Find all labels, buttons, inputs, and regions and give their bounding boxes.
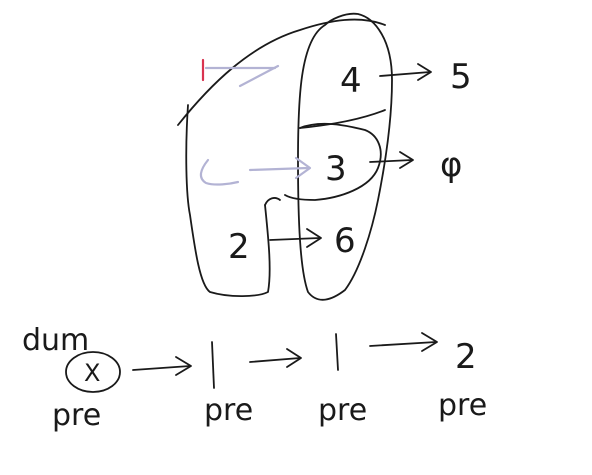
arrow-1-to-2 [369, 332, 438, 352]
pre-label-1: pre [52, 398, 101, 433]
pen-arrow-top [204, 64, 280, 88]
node-4: 4 [340, 61, 362, 101]
arrow-2-to-6 [269, 228, 322, 248]
pre-label-3: pre [318, 393, 367, 428]
node-5: 5 [450, 57, 472, 97]
list-item-1-stroke [211, 341, 215, 389]
list-item-3: 2 [455, 337, 477, 377]
enclosure-shape [177, 12, 393, 301]
pre-label-4: pre [438, 388, 487, 423]
arrow-4-to-5 [379, 63, 432, 81]
node-3: 3 [325, 149, 347, 189]
arrow-1-to-1 [249, 348, 302, 368]
dummy-node-circle [65, 351, 121, 393]
node-6: 6 [334, 221, 356, 261]
list-item-2-stroke [335, 333, 339, 371]
node-null: φ [440, 145, 462, 185]
node-2: 2 [228, 227, 250, 267]
pen-arrow-middle [199, 156, 312, 186]
pre-label-2: pre [204, 393, 253, 428]
dummy-label: dum [22, 323, 89, 358]
arrow-dummy-to-1 [132, 356, 192, 376]
arrow-3-to-null [369, 151, 414, 169]
dummy-node-mark: X [84, 359, 100, 387]
